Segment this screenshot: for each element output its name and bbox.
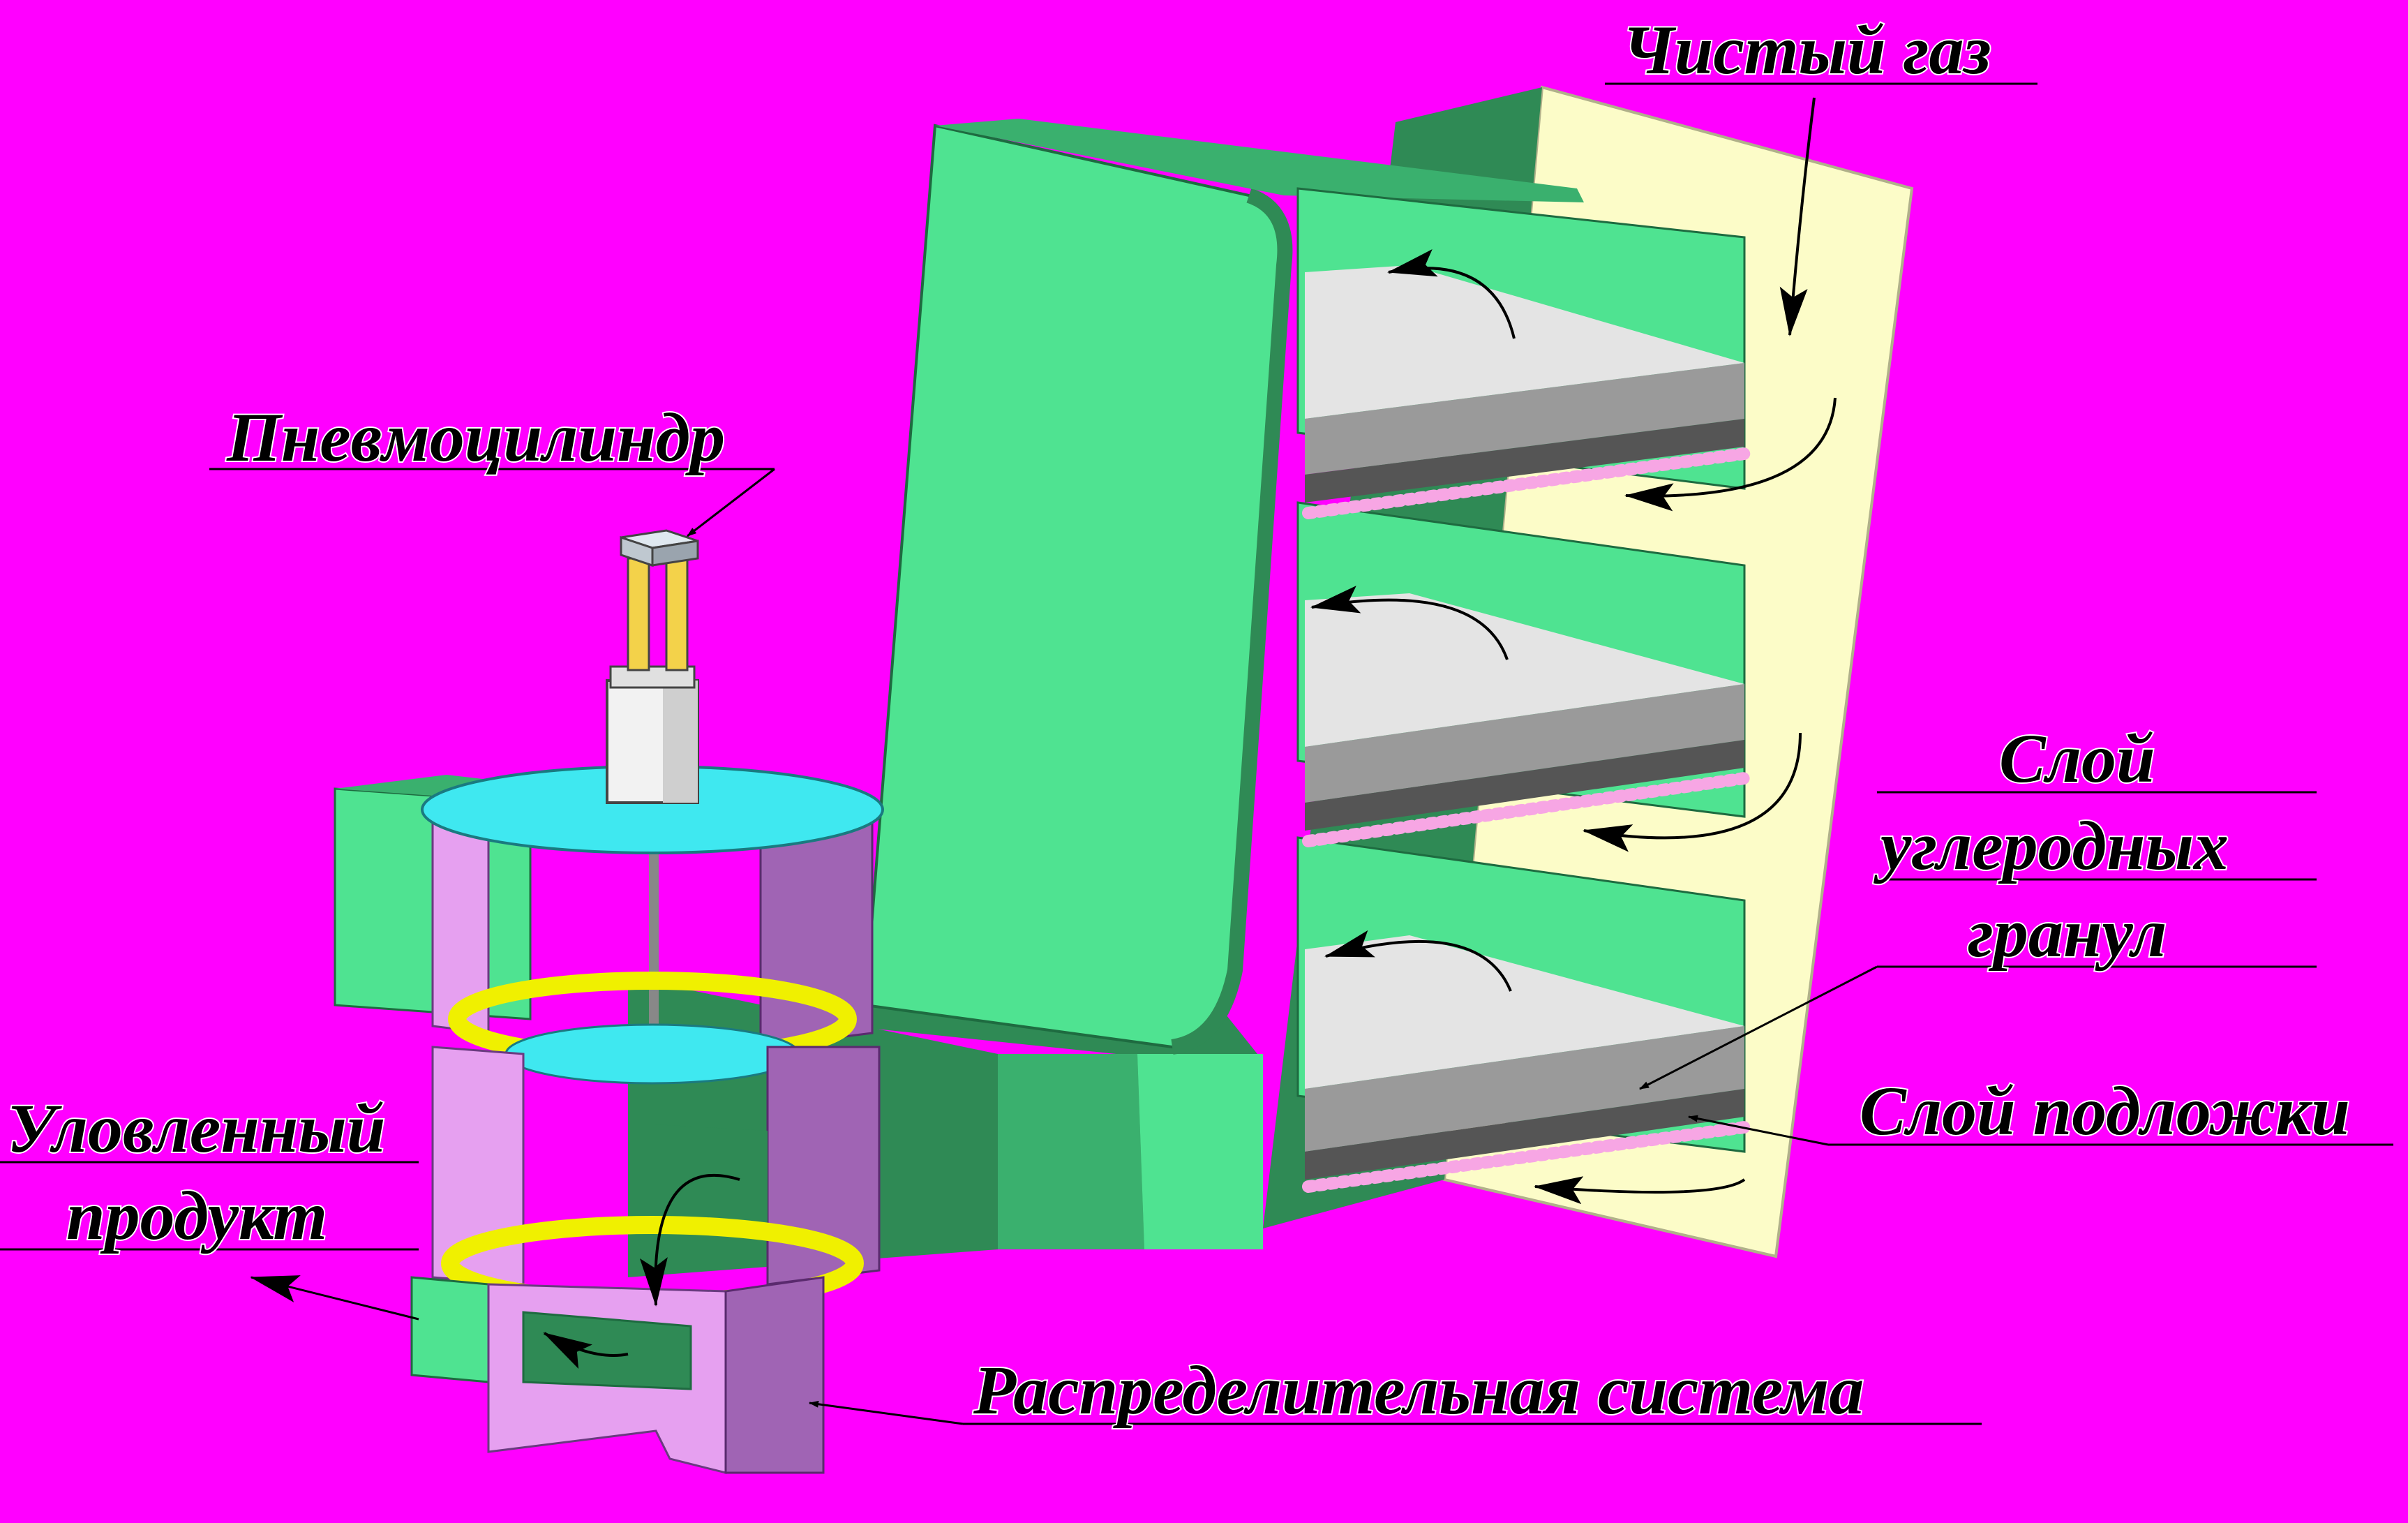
- label-carbon-layer-line-2: углеродных: [1873, 807, 2229, 884]
- flow-arrow-down: [1779, 97, 1816, 336]
- unit-arrow-down: [639, 1173, 740, 1307]
- pneumocylinder-leader: [687, 468, 775, 537]
- flow-arrow-up-2: [1310, 586, 1509, 660]
- label-clean-gas: Чистый газ: [1622, 11, 1991, 89]
- tray-2-side: [1305, 684, 1744, 803]
- tray-3: [1296, 836, 1746, 1180]
- flow-arrow-up-1: [1387, 249, 1516, 339]
- tray-3-top: [1305, 935, 1744, 1089]
- tray-1-side: [1305, 363, 1744, 475]
- piston-rod: [649, 817, 659, 1075]
- substrate-leader: [1688, 1115, 1829, 1146]
- granules-row-3: [1302, 1121, 1751, 1193]
- tray-3-substrate: [1305, 1089, 1744, 1180]
- top-lip: [935, 119, 1584, 202]
- gas-flow-arrows: [1310, 97, 1837, 1205]
- tray-3-side: [1305, 1026, 1744, 1152]
- front-sheet-edge: [1170, 188, 1293, 1055]
- label-distribution-system: Распределительная система: [973, 1351, 1864, 1429]
- granules-row-2: [1302, 772, 1751, 847]
- pneumocylinder-collar: [609, 665, 696, 689]
- tray-2-top: [1305, 593, 1744, 747]
- unit-arrow-out: [543, 1332, 629, 1369]
- granules-row-1: [1302, 447, 1751, 519]
- pneumocylinder-shade: [663, 681, 698, 803]
- tray-1-substrate: [1305, 419, 1744, 503]
- cylinder-cap-side: [651, 540, 699, 567]
- adsorber-body: [782, 85, 1914, 1258]
- bottom-purple-side: [724, 1276, 825, 1474]
- upper-cyan-plate: [504, 1023, 800, 1085]
- tray-1: [1296, 187, 1746, 503]
- front-curved-sheet: [863, 124, 1287, 1049]
- label-captured-product-line-1: Уловленный: [7, 1090, 385, 1167]
- label-captured-product-line-2: продукт: [66, 1177, 327, 1254]
- flow-arrow-in-3: [1534, 1176, 1746, 1205]
- label-carbon-layer-line-1: Слой: [1999, 720, 2155, 797]
- captured-leader: [250, 1275, 419, 1321]
- base-slab-right: [1137, 1054, 1263, 1249]
- bottom-window: [522, 1311, 692, 1390]
- flow-arrow-in-2: [1583, 732, 1802, 852]
- tray-2-substrate: [1305, 740, 1744, 831]
- label-carbon-layer-line-3: гранул: [1968, 894, 2167, 972]
- bottom-left-green: [410, 1276, 490, 1383]
- label-leaders: [0, 82, 2393, 1425]
- unit-flow-arrows: [543, 1173, 740, 1369]
- tray-1-top: [1305, 265, 1744, 419]
- label-pneumocylinder: Пневмоцилиндр: [226, 399, 725, 476]
- label-substrate-layer: Слой подложки: [1860, 1072, 2350, 1150]
- flow-arrow-up-3: [1324, 930, 1512, 992]
- base-slab-front: [991, 1054, 1144, 1249]
- flow-arrow-in-1: [1624, 397, 1837, 512]
- cylinder-column-right: [665, 557, 689, 671]
- distribution-leader: [809, 1400, 964, 1425]
- distribution-unit: [334, 529, 998, 1474]
- tray-2: [1296, 501, 1746, 831]
- carbon-layer-leader: [1639, 965, 1878, 1090]
- labels: Чистый газ Пневмоцилиндр Слой углеродных…: [6, 10, 2351, 1430]
- cylinder-column-left: [627, 557, 650, 671]
